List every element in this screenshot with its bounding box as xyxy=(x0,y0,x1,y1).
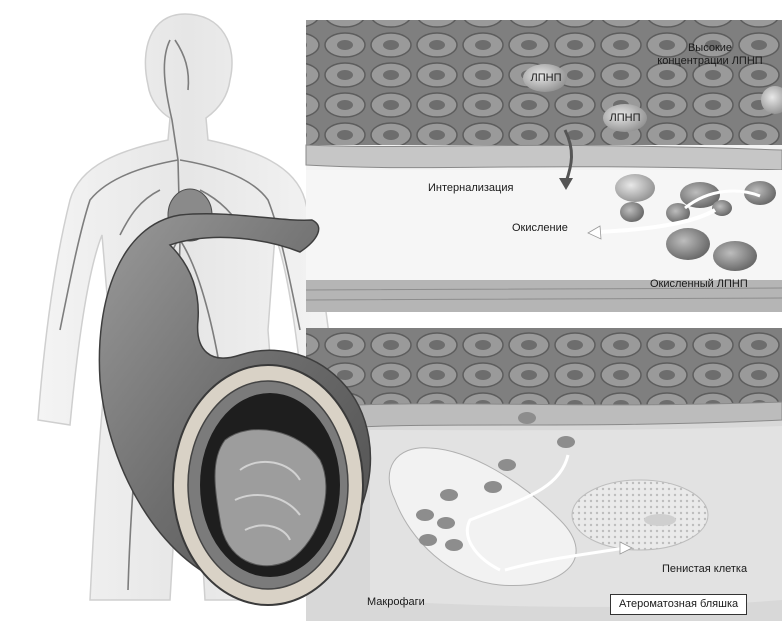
label-foam-cell: Пенистая клетка xyxy=(662,563,747,576)
label-ldl-1: ЛПНП xyxy=(525,72,567,85)
oxidized-ldl-particle xyxy=(713,241,757,271)
label-oxidized-ldl: Окисленный ЛПНП xyxy=(650,278,748,291)
label-internalization: Интернализация xyxy=(428,182,513,195)
endothelium-cells-bottom xyxy=(306,328,782,408)
label-oxidation: Окисление xyxy=(512,222,568,235)
label-high-concentration: Высокие концентрации ЛПНП xyxy=(650,42,770,68)
label-ldl-2: ЛПНП xyxy=(604,112,646,125)
label-high-concentration-line2: концентрации ЛПНП xyxy=(650,55,770,68)
bottom-panel xyxy=(306,328,782,621)
foam-cell xyxy=(572,480,708,550)
label-high-concentration-line1: Высокие xyxy=(650,42,770,55)
label-macrophages: Макрофаги xyxy=(367,596,425,609)
label-plaque: Атероматозная бляшка xyxy=(610,594,747,615)
oxidized-ldl-particle xyxy=(666,228,710,260)
